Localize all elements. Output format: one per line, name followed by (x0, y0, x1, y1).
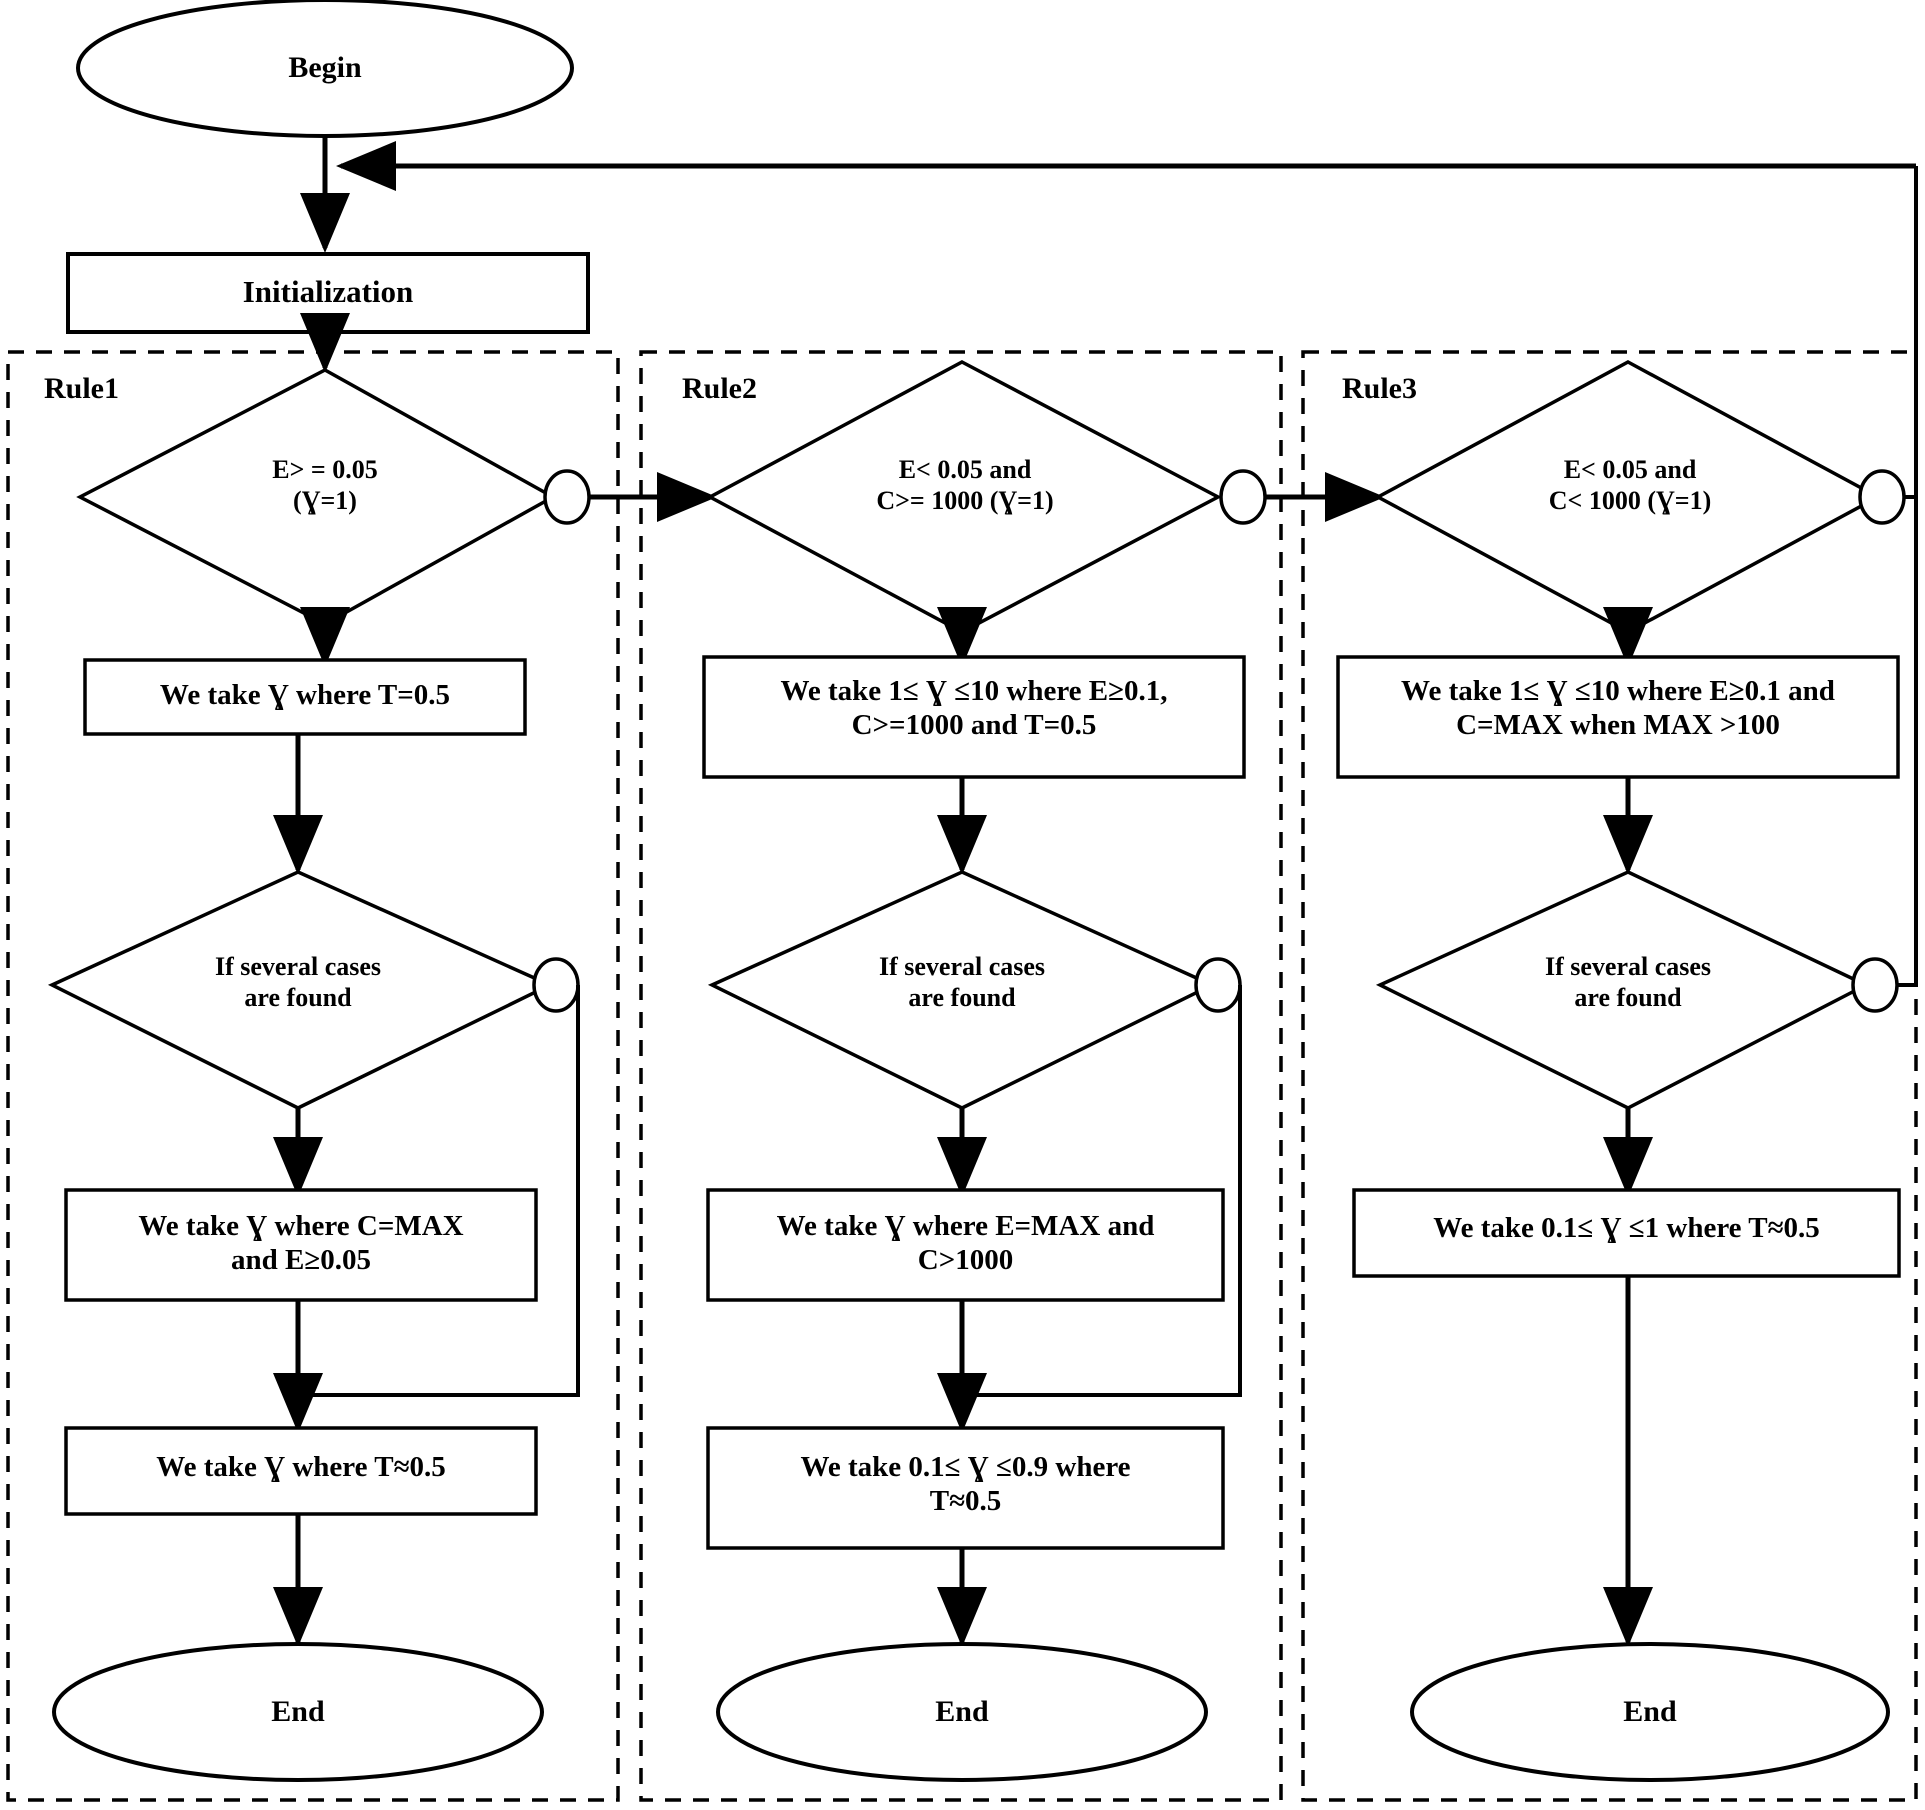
link-rule3-mid-feedback (1897, 497, 1918, 987)
rule2-process-1 (702, 655, 1246, 779)
rule1-end-terminal (52, 1642, 544, 1782)
rule1-process-2 (64, 1188, 538, 1302)
rule2-connector-right (1219, 469, 1267, 525)
initialization-box (66, 252, 590, 334)
rule3-group-frame (1301, 350, 1918, 1802)
rule3-decision-top (1374, 360, 1882, 634)
rule1-process-1 (83, 658, 527, 736)
rule3-end-terminal (1410, 1642, 1890, 1782)
rule2-process-3 (706, 1426, 1225, 1550)
rule2-process-2 (706, 1188, 1225, 1302)
rule2-decision-top (706, 360, 1222, 634)
begin-terminal (76, 0, 574, 138)
rule1-decision-top (76, 368, 557, 626)
link-rule2-bypass (962, 985, 1242, 1397)
link-rule1-bypass (298, 985, 580, 1397)
rule1-connector-mid-right (532, 957, 580, 1013)
rule2-connector-mid-right (1194, 957, 1242, 1013)
rule2-end-terminal (716, 1642, 1208, 1782)
rule3-process-1 (1336, 655, 1900, 779)
link-rule3-feedback-rail (1904, 166, 1918, 499)
rule1-group-frame (6, 350, 620, 1802)
rule1-process-3 (64, 1426, 538, 1516)
rule2-group-frame (639, 350, 1283, 1802)
rule3-process-2 (1352, 1188, 1901, 1278)
rule3-connector-right (1858, 469, 1906, 525)
rule3-connector-mid-right (1851, 957, 1899, 1013)
rule2-decision-mid (707, 870, 1217, 1110)
rule1-connector-right (543, 469, 591, 525)
rule1-decision-mid (47, 870, 555, 1110)
rule3-decision-mid (1375, 870, 1870, 1110)
